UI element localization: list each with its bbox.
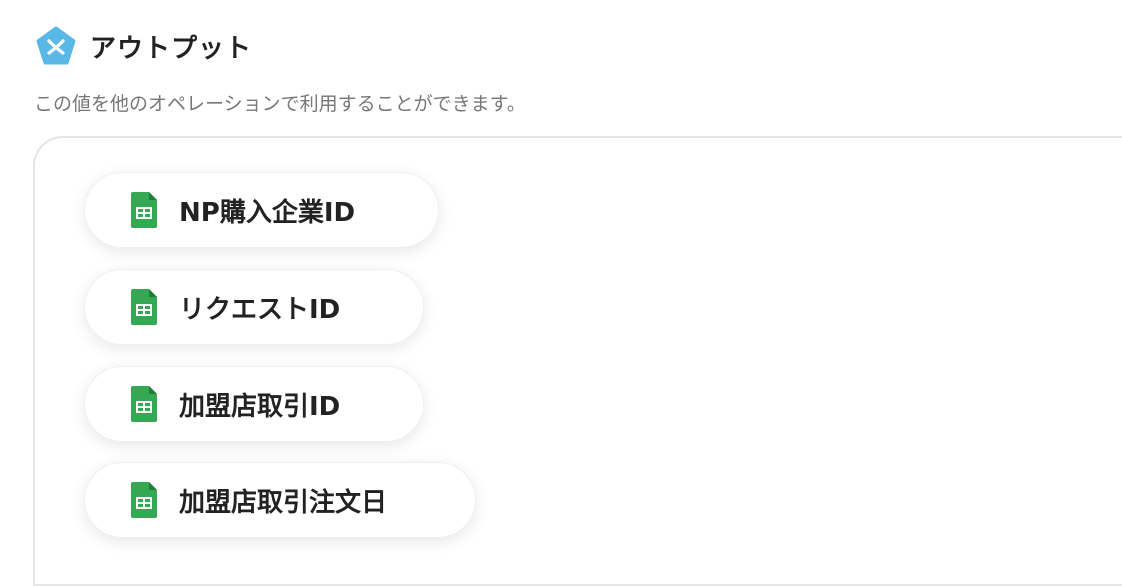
output-item-request-id[interactable]: リクエストID bbox=[84, 269, 424, 345]
section-header: アウトプット bbox=[36, 26, 252, 66]
output-item-merchant-order-date[interactable]: 加盟店取引注文日 bbox=[84, 462, 476, 538]
output-item-np-buyer-id[interactable]: NP購入企業ID bbox=[84, 172, 439, 248]
google-sheets-icon bbox=[131, 386, 157, 422]
section-title: アウトプット bbox=[90, 33, 253, 64]
output-label: 加盟店取引ID bbox=[179, 391, 341, 422]
output-label: NP購入企業ID bbox=[179, 197, 356, 228]
output-label: リクエストID bbox=[179, 294, 341, 325]
output-label: 加盟店取引注文日 bbox=[179, 487, 388, 518]
section-description: この値を他のオペレーションで利用することができます。 bbox=[34, 93, 526, 115]
google-sheets-icon bbox=[131, 192, 157, 228]
output-item-merchant-transaction-id[interactable]: 加盟店取引ID bbox=[84, 366, 424, 442]
google-sheets-icon bbox=[131, 289, 157, 325]
google-sheets-icon bbox=[131, 482, 157, 518]
app-logo-icon bbox=[36, 26, 76, 65]
